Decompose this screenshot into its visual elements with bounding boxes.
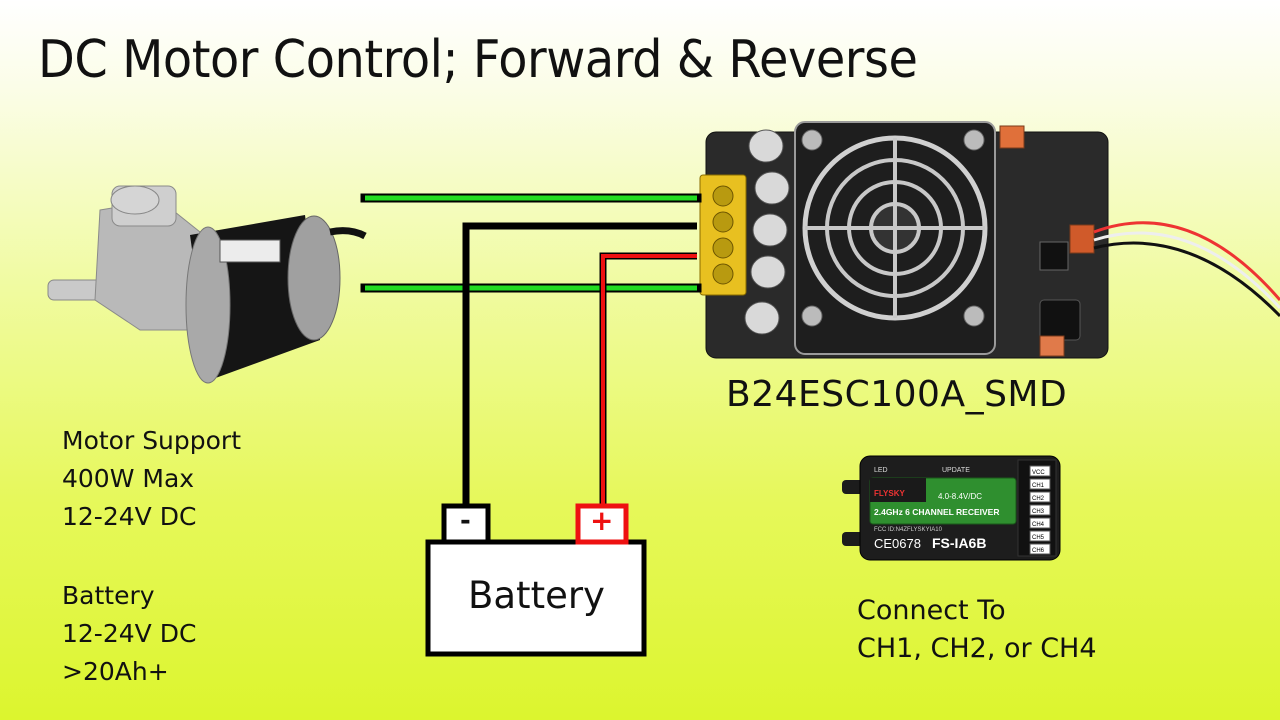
signal-wire-black [1093,241,1280,318]
battery-negative-wire [462,222,697,506]
battery-negative-label: - [460,506,471,536]
motor-notes-line: 400W Max [62,464,195,493]
signal-connector [1069,224,1095,254]
page-title: DC Motor Control; Forward & Reverse [38,30,918,90]
receiver-channel-label: VCC [1032,470,1045,476]
motor-notes: Motor Support 400W Max 12-24V DC [62,422,241,536]
connector-top [999,125,1025,149]
battery [425,503,647,657]
battery-positive-label: + [590,504,614,537]
mcu-chip [1039,241,1069,271]
receiver-update-text: UPDATE [942,467,970,474]
esc-controller-image [699,121,1280,359]
wiring [360,193,702,506]
capacitors [744,129,790,335]
receiver-led-text: LED [874,467,888,474]
inductor [1039,299,1081,341]
battery-positive-wire-outline [599,252,697,506]
receiver-image: LED UPDATE FLYSKY 4.0-8.4V/DC 2.4GHz 6 C… [842,455,1061,561]
battery-positive-terminal [575,503,629,545]
connect-line: Connect To [857,595,1006,626]
receiver-channel-label: CH5 [1032,535,1045,541]
receiver-band-text: 2.4GHz 6 CHANNEL RECEIVER [874,507,999,517]
battery-positive-wire [601,254,697,506]
receiver-connect-note: Connect To CH1, CH2, or CH4 [857,592,1097,668]
receiver-channel-label: CH6 [1032,548,1045,554]
controller-label: B24ESC100A_SMD [726,374,1068,415]
receiver-model-text: FS-IA6B [932,535,986,551]
receiver-channel-label: CH1 [1032,483,1045,489]
signal-wire-red [1093,221,1280,301]
receiver-channel-label: CH3 [1032,509,1045,515]
motor-lead-wires [329,227,367,240]
battery-notes: Battery 12-24V DC >20Ah+ [62,577,196,691]
motor-notes-line: 12-24V DC [62,502,197,531]
battery-label: Battery [468,574,605,617]
battery-notes-line: >20Ah+ [62,657,169,686]
receiver-voltage-text: 4.0-8.4V/DC [938,492,982,501]
receiver-channel-label: CH2 [1032,496,1045,502]
motor-label-sticker [219,239,281,263]
motor-notes-line: Motor Support [62,426,242,455]
battery-notes-line: 12-24V DC [62,619,197,648]
terminal-block [699,174,747,296]
receiver-cert-text: CE0678 [874,536,921,551]
connect-line: CH1, CH2, or CH4 [857,633,1097,664]
receiver-channel-label: CH4 [1032,522,1045,528]
receiver-fcc-text: FCC ID:N4ZFLYSKYIA10 [874,527,943,533]
dc-motor-image [47,185,367,384]
receiver-brand-text: FLYSKY [874,489,905,498]
battery-notes-line: Battery [62,581,155,610]
battery-negative-terminal [441,503,491,545]
battery-body [425,539,647,657]
signal-wire-white [1093,231,1280,310]
motor-endcap [287,215,341,341]
